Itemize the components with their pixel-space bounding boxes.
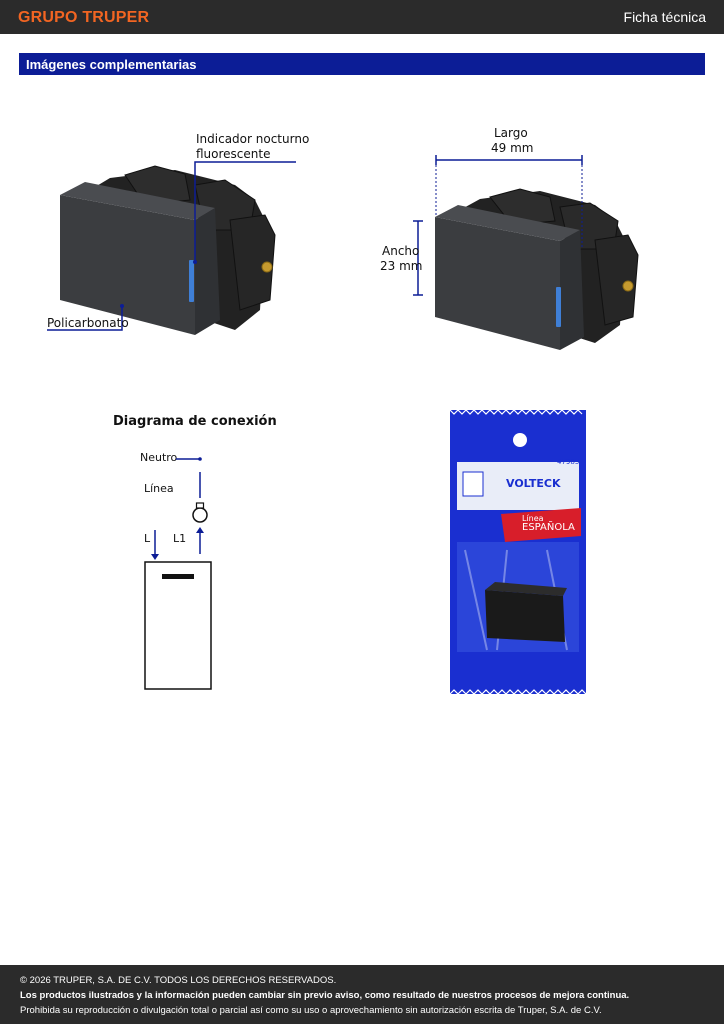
brand-logo: GRUPO TRUPER bbox=[18, 9, 150, 26]
document-type: Ficha técnica bbox=[623, 9, 706, 25]
switch-product-image-left bbox=[60, 165, 276, 335]
section-title: Imágenes complementarias bbox=[26, 57, 197, 72]
bulb-icon bbox=[192, 502, 208, 523]
section-header: Imágenes complementarias bbox=[19, 53, 705, 75]
package-brand-logo: VOLTECK bbox=[506, 477, 561, 490]
callout-night-indicator: Indicador nocturno fluorescente bbox=[196, 132, 309, 162]
switch-product-image-right bbox=[435, 188, 639, 350]
footer-prohibition: Prohibida su reproducción o divulgación … bbox=[20, 1005, 602, 1016]
footer-copyright: © 2026 TRUPER, S.A. DE C.V. TODOS LOS DE… bbox=[20, 975, 337, 986]
package-code: 47985 bbox=[557, 458, 580, 466]
width-label: Ancho bbox=[382, 244, 420, 258]
width-value: 23 mm bbox=[380, 259, 423, 273]
diagram-label-neutral: Neutro bbox=[140, 451, 178, 464]
package-line-label-2: ESPAÑOLA bbox=[522, 522, 575, 533]
footer: © 2026 TRUPER, S.A. DE C.V. TODOS LOS DE… bbox=[0, 965, 724, 1024]
footer-notice: Los productos ilustrados y la informació… bbox=[20, 990, 630, 1001]
callout-material: Policarbonato bbox=[47, 316, 129, 330]
diagram-label-line: Línea bbox=[144, 482, 174, 495]
top-header-bar: GRUPO TRUPER Ficha técnica bbox=[0, 0, 724, 34]
package-line-label-1: Línea bbox=[522, 514, 544, 523]
product-package-image bbox=[449, 409, 591, 695]
length-label: Largo bbox=[494, 126, 528, 140]
diagram-label-l1: L1 bbox=[173, 532, 187, 545]
connection-diagram-title: Diagrama de conexión bbox=[113, 414, 277, 429]
callout-night-indicator-line2: fluorescente bbox=[196, 147, 271, 161]
package-line-label: Línea ESPAÑOLA bbox=[522, 514, 575, 533]
length-value: 49 mm bbox=[491, 141, 534, 155]
callout-night-indicator-line1: Indicador nocturno bbox=[196, 132, 310, 146]
diagram-label-l: L bbox=[144, 532, 151, 545]
